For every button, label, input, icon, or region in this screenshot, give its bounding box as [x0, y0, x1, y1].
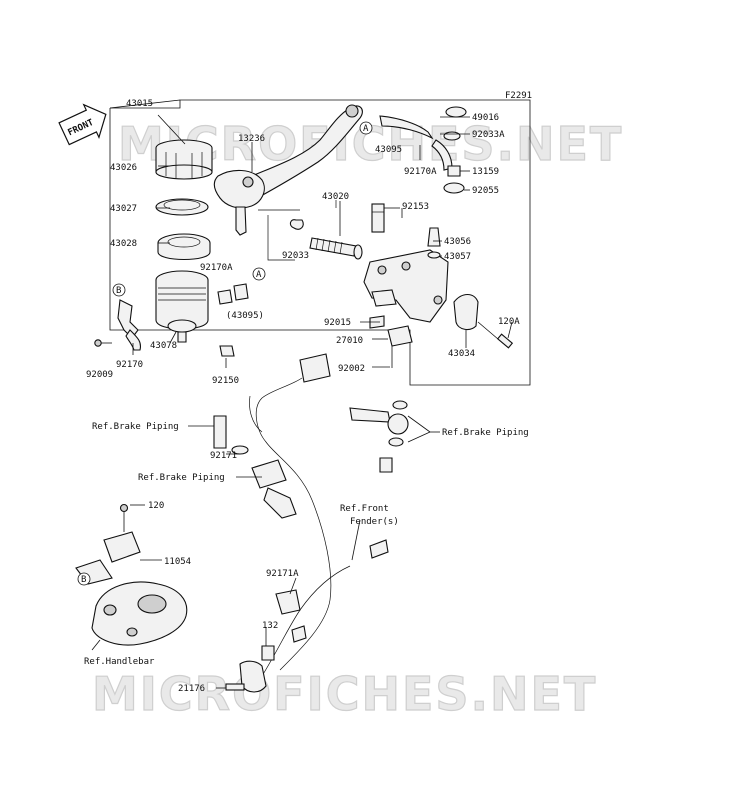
small-bolts — [94, 283, 249, 357]
label-43020: 43020 — [322, 192, 349, 202]
ref-brake-piping-3: Ref.Brake Piping — [138, 473, 225, 483]
master-cylinder-body — [363, 249, 449, 323]
label-43057: 43057 — [444, 252, 471, 262]
label-43027: 43027 — [110, 204, 137, 214]
label-43095-top: 43095 — [375, 145, 402, 155]
watermark-bottom: MICROFICHES.NET — [92, 667, 597, 721]
ref-handlebar: Ref.Handlebar — [84, 657, 155, 667]
callout-a-top: A — [359, 121, 373, 135]
label-43095-mid: (43095) — [226, 311, 264, 321]
label-43028: 43028 — [110, 239, 137, 249]
label-43015: 43015 — [126, 99, 153, 109]
label-43034: 43034 — [448, 349, 475, 359]
bleeder-valve — [427, 227, 441, 259]
label-21176: 21176 — [178, 684, 205, 694]
label-120a: 120A — [498, 317, 520, 327]
label-92153: 92153 — [402, 202, 429, 212]
callout-b-top: B — [112, 283, 126, 297]
label-13159: 13159 — [472, 167, 499, 177]
label-92171a: 92171A — [266, 569, 299, 579]
clutch-cable — [225, 539, 389, 693]
label-43026: 43026 — [110, 163, 137, 173]
reservoir-body — [155, 270, 209, 343]
label-92033: 92033 — [282, 251, 309, 261]
diagram-code: F2291 — [505, 91, 532, 101]
ref-brake-piping-1: Ref.Brake Piping — [92, 422, 179, 432]
label-13236: 13236 — [238, 134, 265, 144]
label-132: 132 — [262, 621, 278, 631]
callout-a-mid-label: A — [256, 270, 262, 280]
label-92150: 92150 — [212, 376, 239, 386]
leader-lines — [91, 114, 513, 689]
label-11054: 11054 — [164, 557, 191, 567]
callout-a-mid: A — [252, 267, 266, 281]
ref-front-fender-1: Ref.Front — [340, 504, 389, 514]
label-92002: 92002 — [338, 364, 365, 374]
label-92009: 92009 — [86, 370, 113, 380]
front-arrow-icon: FRONT — [58, 103, 107, 146]
callout-b-bottom-label: B — [81, 575, 86, 585]
label-43056: 43056 — [444, 237, 471, 247]
label-92055: 92055 — [472, 186, 499, 196]
label-92033a: 92033A — [472, 130, 505, 140]
brake-banjo — [349, 400, 409, 473]
brake-switch — [369, 315, 413, 368]
callout-b-top-label: B — [116, 286, 121, 296]
reservoir-cap — [155, 139, 213, 180]
ref-front-fender-2: Fender(s) — [350, 517, 399, 527]
reservoir-plate — [155, 198, 209, 216]
reservoir-hose — [379, 106, 467, 194]
label-27010: 27010 — [336, 336, 363, 346]
switch-wire — [249, 353, 332, 671]
callout-a-top-label: A — [363, 124, 369, 134]
brake-lever — [213, 104, 363, 236]
label-120: 120 — [148, 501, 164, 511]
callout-b-bottom: B — [77, 572, 91, 586]
piston-assembly — [289, 219, 363, 260]
reservoir-bracket — [117, 299, 142, 351]
ref-brake-piping-2: Ref.Brake Piping — [442, 428, 529, 438]
label-92015: 92015 — [324, 318, 351, 328]
clamp — [453, 293, 514, 349]
label-92170a-mid: 92170A — [200, 263, 233, 273]
label-49016: 49016 — [472, 113, 499, 123]
banjo-bolt-top — [371, 203, 385, 233]
label-43078: 43078 — [150, 341, 177, 351]
handlebar-housing — [75, 503, 188, 646]
label-92171: 92171 — [210, 451, 237, 461]
reservoir-diaphragm — [157, 233, 211, 260]
label-92170: 92170 — [116, 360, 143, 370]
lower-brake-hose — [213, 415, 297, 519]
label-92170a-top: 92170A — [404, 167, 437, 177]
